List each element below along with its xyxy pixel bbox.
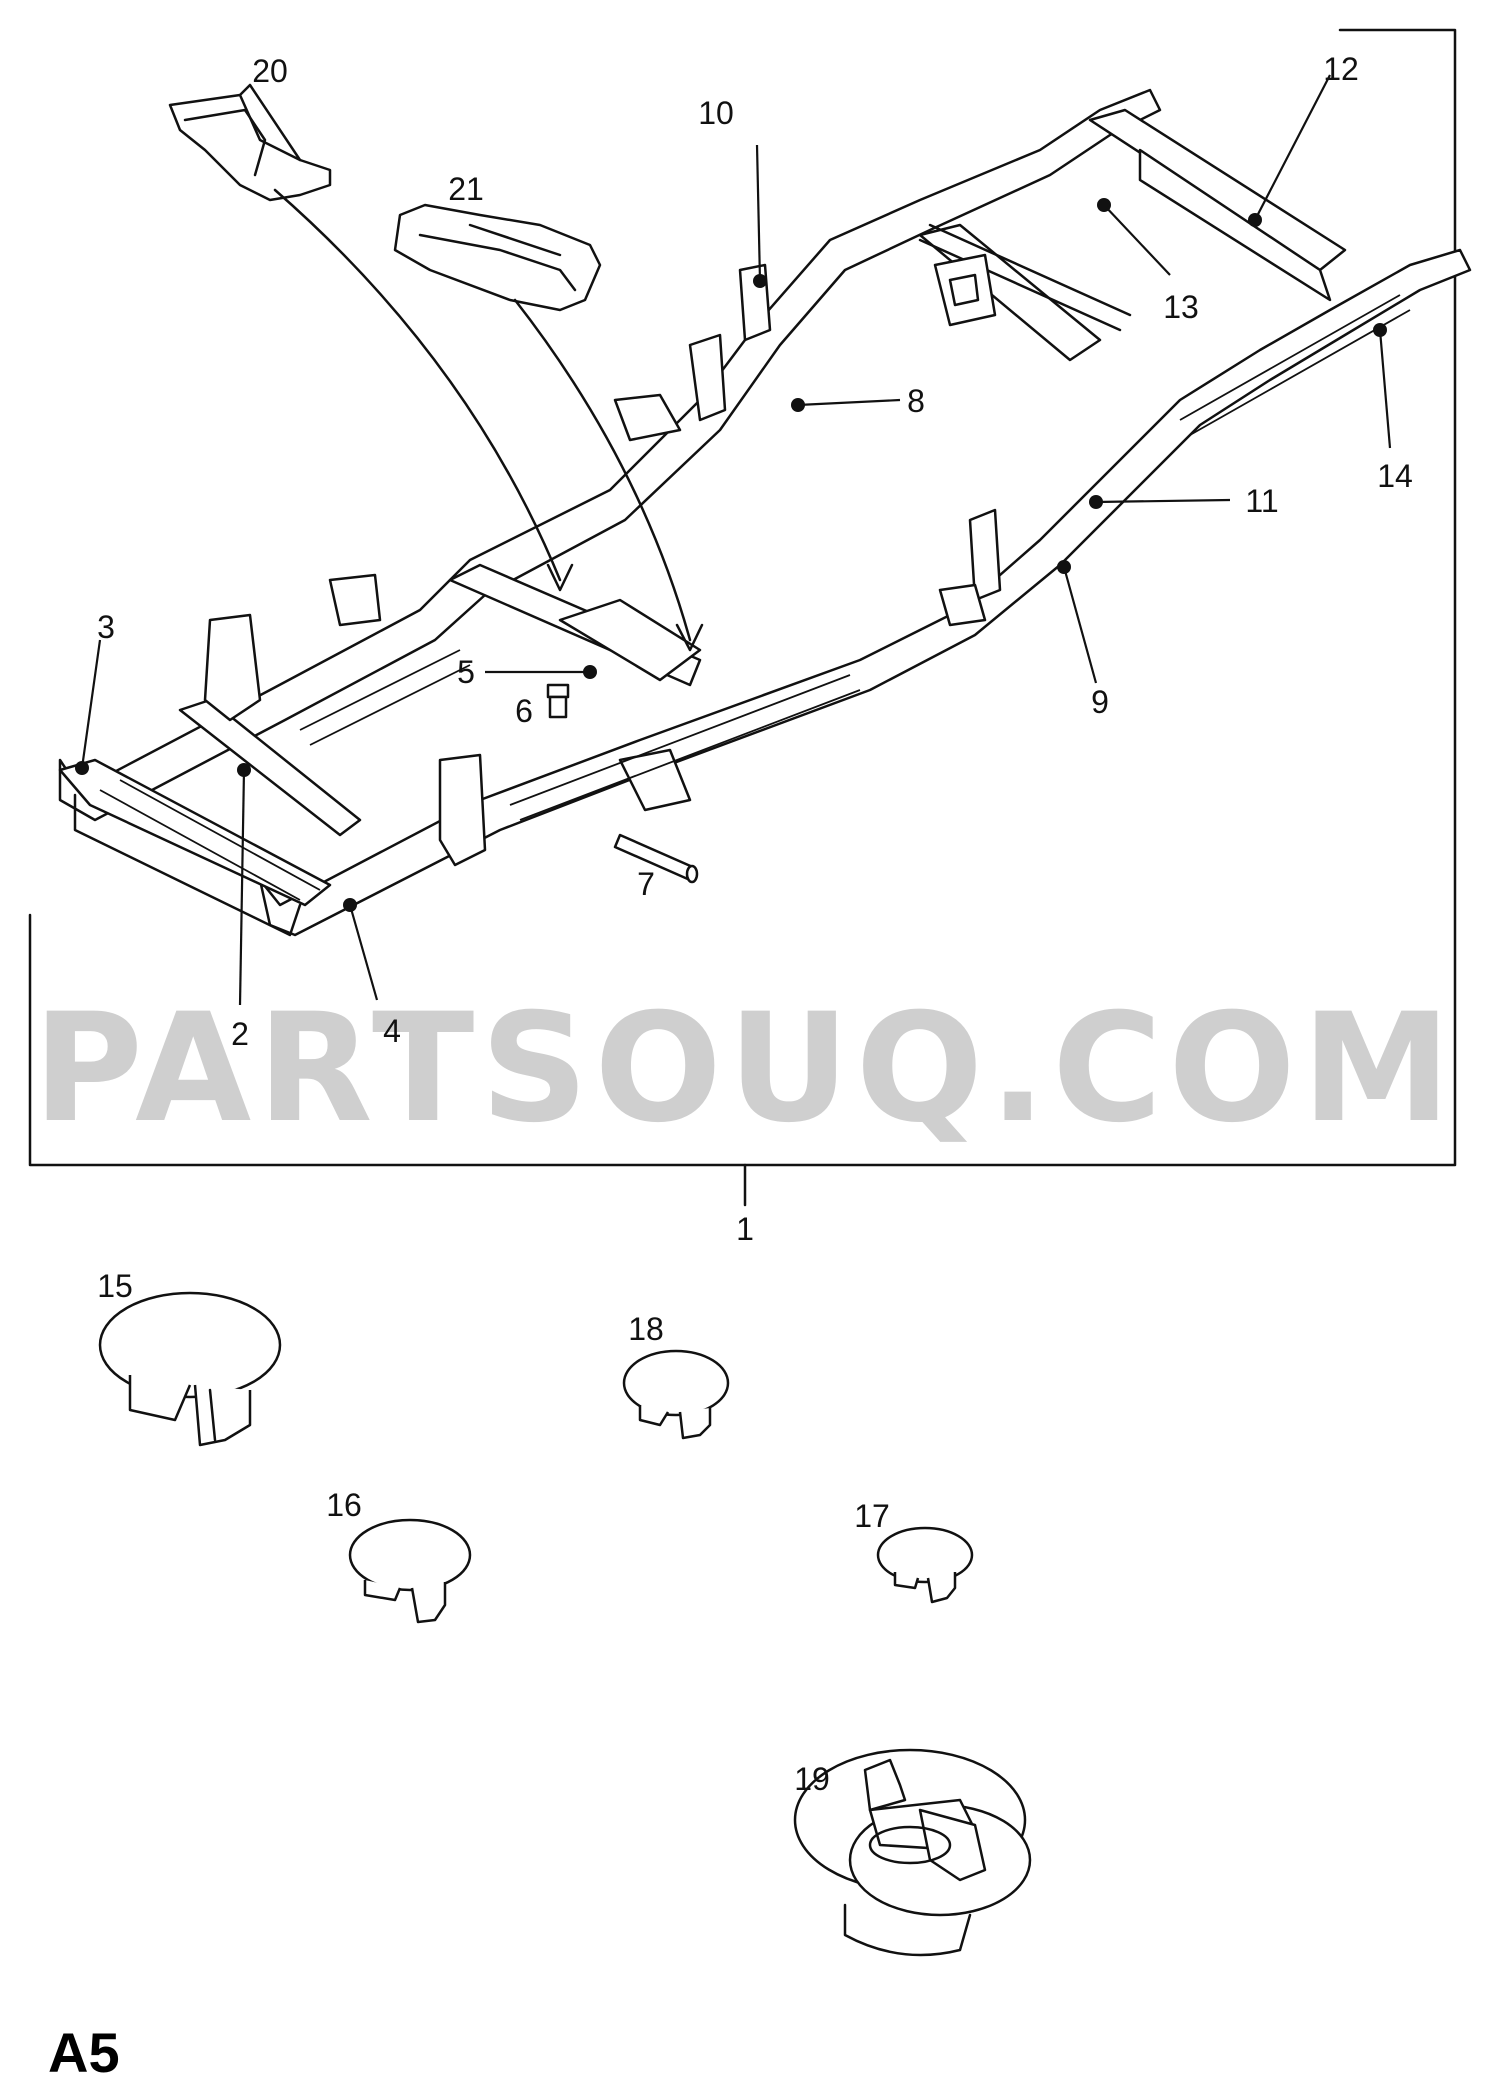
callout-labels: 1 2 3 4 5 6 7 8 9 10 11 12 13 14 15 16 1… bbox=[97, 51, 1413, 1797]
callout-14: 14 bbox=[1377, 458, 1413, 494]
callout-2: 2 bbox=[231, 1016, 249, 1052]
callout-13: 13 bbox=[1163, 289, 1199, 325]
callout-4: 4 bbox=[383, 1013, 401, 1049]
callout-1: 1 bbox=[736, 1211, 754, 1247]
part-21-guard-plate bbox=[393, 203, 602, 312]
assembly-bracket bbox=[28, 28, 1457, 1207]
leader-lines bbox=[75, 74, 1392, 1006]
callout-9: 9 bbox=[1091, 684, 1109, 720]
callout-7: 7 bbox=[637, 866, 655, 902]
part-20-skid-plate bbox=[168, 83, 332, 202]
part-16-plug bbox=[348, 1518, 472, 1624]
part-19-grommet bbox=[793, 1748, 1032, 1957]
callout-18: 18 bbox=[628, 1311, 664, 1347]
callout-15: 15 bbox=[97, 1268, 133, 1304]
arrow-21 bbox=[513, 298, 692, 642]
callout-11: 11 bbox=[1245, 483, 1278, 519]
callout-6: 6 bbox=[515, 693, 533, 729]
callout-10: 10 bbox=[698, 95, 734, 131]
part-15-plug bbox=[98, 1291, 282, 1447]
arrowhead-21 bbox=[675, 623, 704, 652]
callout-5: 5 bbox=[457, 654, 475, 690]
callout-16: 16 bbox=[326, 1487, 362, 1523]
callout-3: 3 bbox=[97, 609, 115, 645]
part-6-bolt bbox=[546, 683, 570, 719]
part-18-plug bbox=[622, 1349, 730, 1440]
part-7-pin bbox=[613, 833, 699, 884]
chassis-frame bbox=[58, 88, 1472, 937]
callout-20: 20 bbox=[252, 53, 288, 89]
sheet-label: A5 bbox=[48, 2021, 120, 2084]
callout-19: 19 bbox=[794, 1761, 830, 1797]
part-17-plug bbox=[876, 1526, 974, 1604]
watermark: PARTSOUQ.COM bbox=[33, 982, 1457, 1156]
arrowhead-20 bbox=[546, 563, 574, 592]
callout-8: 8 bbox=[907, 383, 925, 419]
callout-12: 12 bbox=[1323, 51, 1359, 87]
callout-21: 21 bbox=[448, 171, 484, 207]
callout-17: 17 bbox=[854, 1498, 890, 1534]
arrow-20 bbox=[273, 188, 562, 582]
